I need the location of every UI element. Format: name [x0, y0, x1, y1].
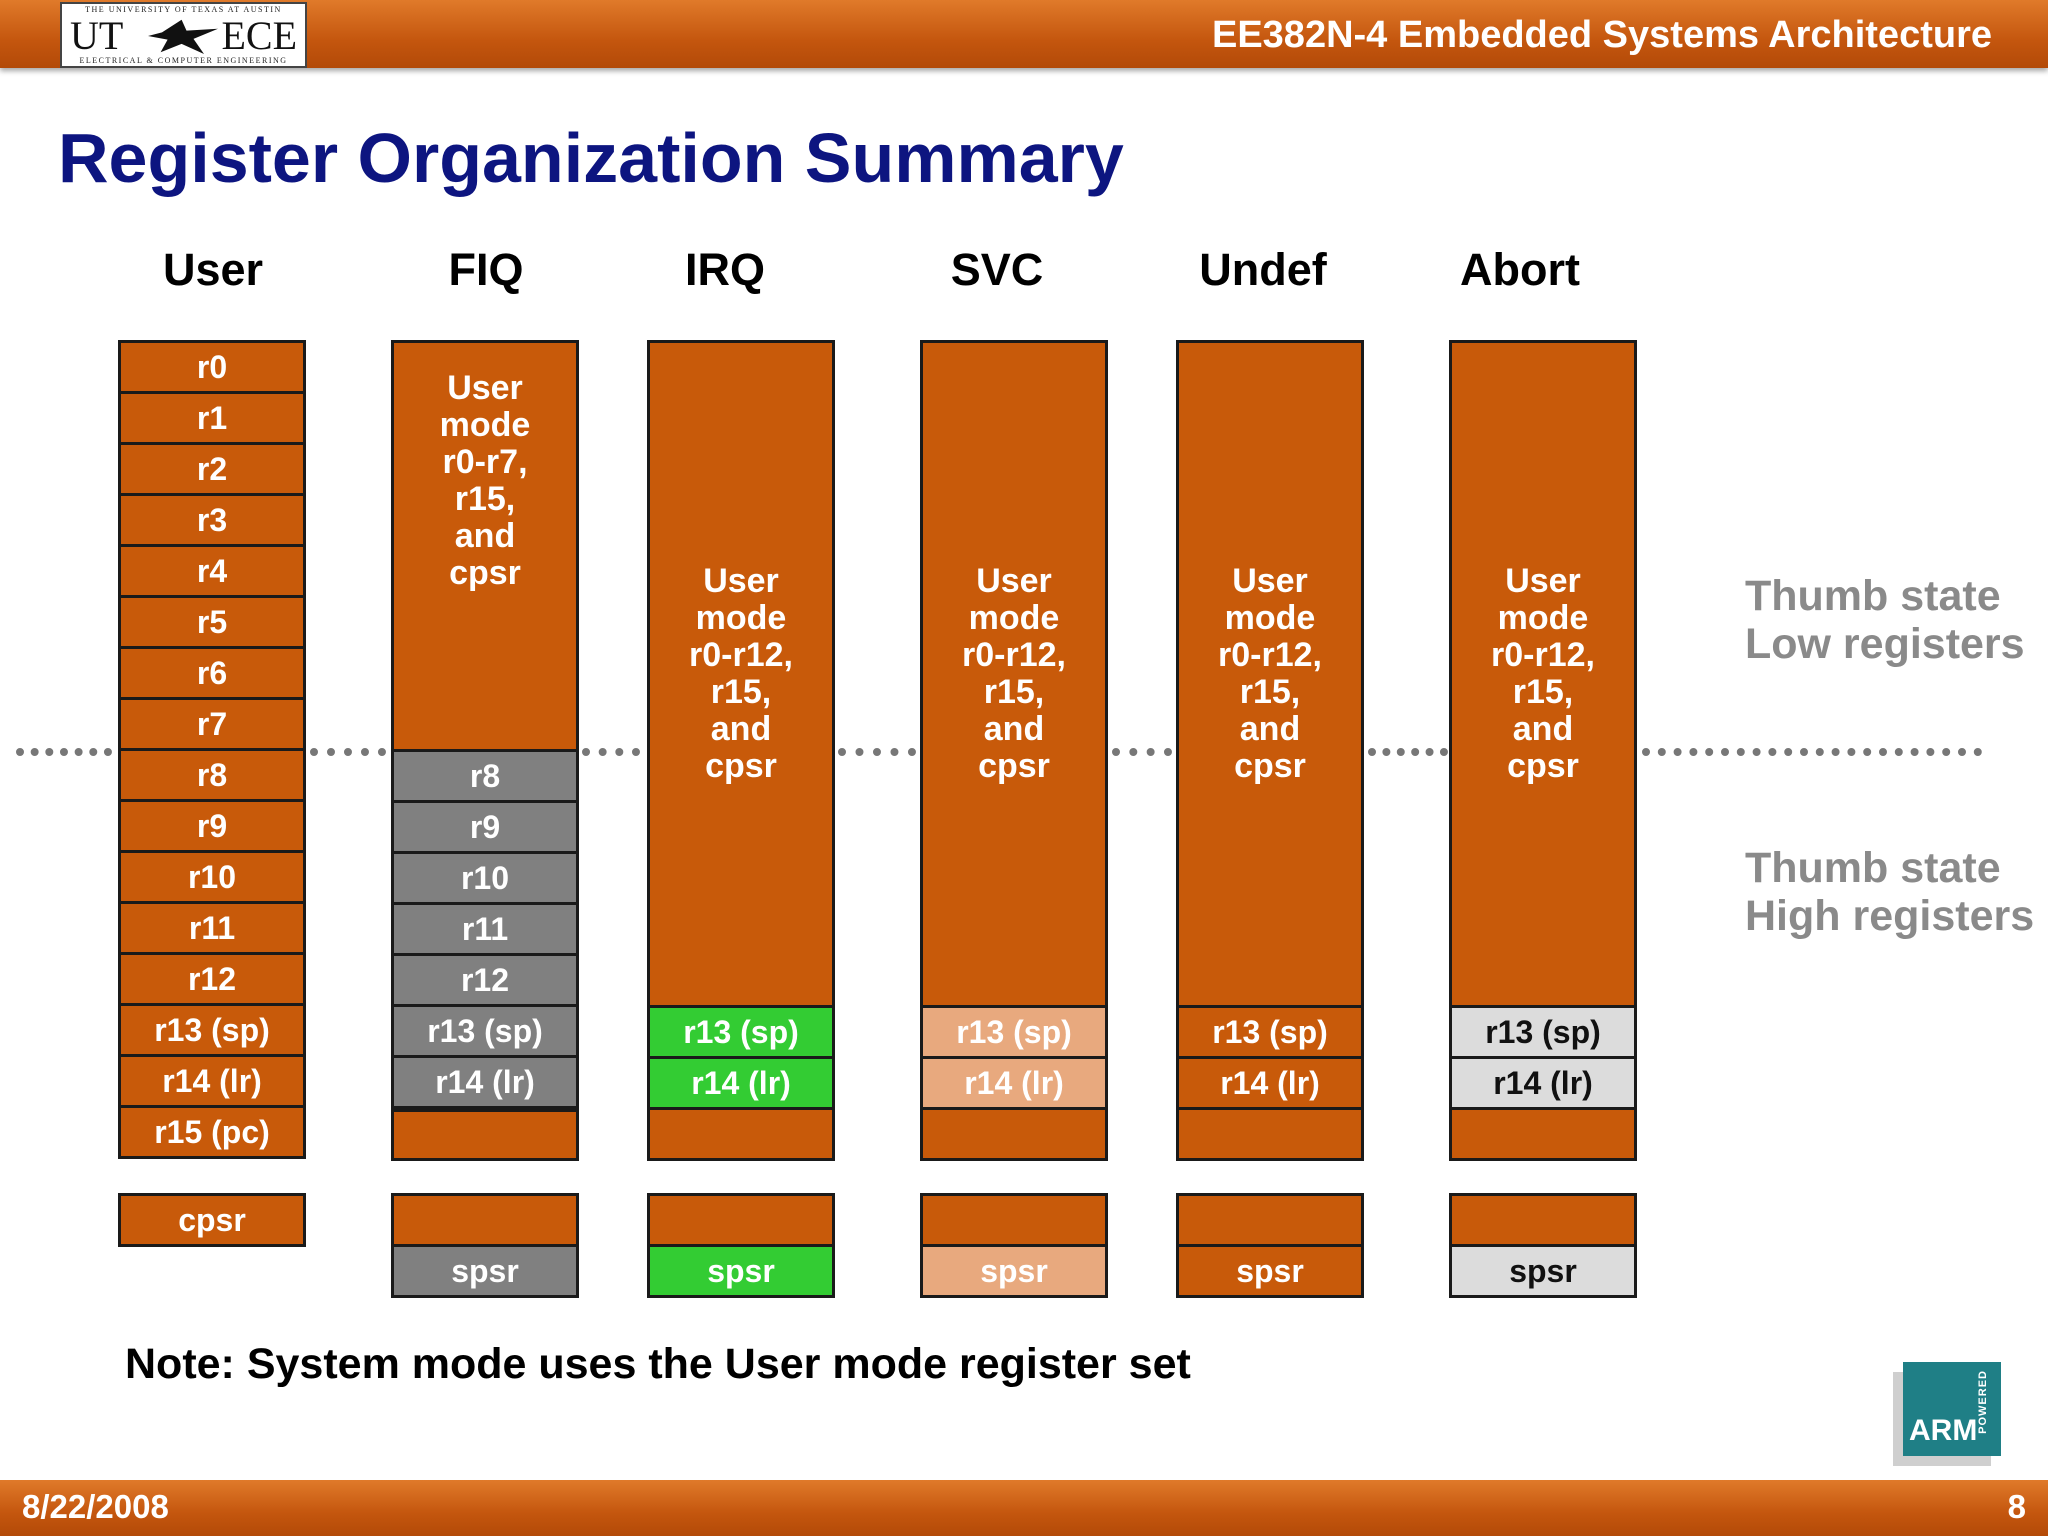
mode-header-svc: SVC: [950, 244, 1044, 295]
svc-shared-registers: User mode r0-r12, r15, and cpsr: [920, 340, 1108, 1008]
undef-r15-slot: [1176, 1107, 1364, 1161]
undef-r13: r13 (sp): [1176, 1005, 1364, 1059]
fiq-cpsr-slot: [391, 1193, 579, 1247]
abort-shared-registers: User mode r0-r12, r15, and cpsr: [1449, 340, 1637, 1008]
thumb-low-line2: Low registers: [1745, 620, 2025, 668]
svc-r15-slot: [920, 1107, 1108, 1161]
thumb-divider-line: [1642, 748, 1982, 756]
ut-ece-logo: THE UNIVERSITY OF TEXAS AT AUSTIN UT ECE…: [60, 2, 307, 68]
undef-cpsr-slot: [1176, 1193, 1364, 1247]
thumb-low-label: Thumb state Low registers: [1745, 572, 2025, 668]
user-register: r5: [118, 595, 306, 649]
fiq-spsr: spsr: [391, 1244, 579, 1298]
user-register: r3: [118, 493, 306, 547]
footer-date: 8/22/2008: [22, 1488, 169, 1525]
fiq-banked-register: r9: [391, 800, 579, 854]
thumb-low-line1: Thumb state: [1745, 572, 2001, 620]
thumb-divider-line: [16, 748, 112, 756]
user-register: r8: [118, 748, 306, 802]
user-register: r4: [118, 544, 306, 598]
fiq-banked-register: r10: [391, 851, 579, 905]
user-register: r12: [118, 952, 306, 1006]
svc-spsr: spsr: [920, 1244, 1108, 1298]
thumb-high-label: Thumb state High registers: [1745, 844, 2034, 940]
arm-powered-text: POWERED: [1977, 1370, 1989, 1434]
irq-shared-registers: User mode r0-r12, r15, and cpsr: [647, 340, 835, 1008]
mode-header-irq: IRQ: [684, 244, 765, 295]
logo-top-text: THE UNIVERSITY OF TEXAS AT AUSTIN: [85, 5, 282, 14]
arm-powered-logo: ARM POWERED: [1893, 1362, 2005, 1466]
slide-title: Register Organization Summary: [58, 119, 1124, 197]
footer-bar: 8/22/2008 8: [0, 1480, 2048, 1536]
fiq-banked-register: r13 (sp): [391, 1004, 579, 1058]
irq-r13: r13 (sp): [647, 1005, 835, 1059]
mode-header-undef: Undef: [1199, 244, 1327, 295]
course-title: EE382N-4 Embedded Systems Architecture: [1211, 14, 1992, 56]
svc-cpsr-slot: [920, 1193, 1108, 1247]
user-register: r2: [118, 442, 306, 496]
thumb-high-line2: High registers: [1745, 892, 2035, 940]
user-register: r9: [118, 799, 306, 853]
user-register: r7: [118, 697, 306, 751]
logo-ut-text: UT: [70, 13, 124, 58]
user-register: r10: [118, 850, 306, 904]
abort-spsr: spsr: [1449, 1244, 1637, 1298]
fiq-banked-register: r14 (lr): [391, 1055, 579, 1109]
undef-r14: r14 (lr): [1176, 1056, 1364, 1110]
arm-logo-text: ARM: [1909, 1414, 1978, 1447]
irq-r14: r14 (lr): [647, 1056, 835, 1110]
undef-shared-registers: User mode r0-r12, r15, and cpsr: [1176, 340, 1364, 1008]
logo-ece-text: ECE: [221, 13, 297, 58]
fiq-banked-register: r12: [391, 953, 579, 1007]
thumb-divider-line: [1112, 748, 1172, 756]
user-register: r0: [118, 340, 306, 394]
svc-r14: r14 (lr): [920, 1056, 1108, 1110]
thumb-divider-line: [838, 748, 916, 756]
header-bar: THE UNIVERSITY OF TEXAS AT AUSTIN UT ECE…: [0, 0, 2048, 68]
thumb-divider-line: [582, 748, 640, 756]
mode-header-user: User: [162, 244, 264, 295]
user-register: r15 (pc): [118, 1105, 306, 1159]
user-register: r14 (lr): [118, 1054, 306, 1108]
thumb-divider-line: [310, 748, 386, 756]
mode-header-fiq: FIQ: [448, 244, 524, 295]
svc-r13: r13 (sp): [920, 1005, 1108, 1059]
fiq-banked-register: r11: [391, 902, 579, 956]
user-cpsr: cpsr: [118, 1193, 306, 1247]
page-number: 8: [2007, 1488, 2026, 1525]
irq-cpsr-slot: [647, 1193, 835, 1247]
thumb-divider-line: [1368, 748, 1448, 756]
irq-r15-slot: [647, 1107, 835, 1161]
logo-bottom-text: ELECTRICAL & COMPUTER ENGINEERING: [79, 56, 288, 65]
mode-header-abort: Abort: [1460, 244, 1580, 295]
abort-r15-slot: [1449, 1107, 1637, 1161]
fiq-banked-register: r8: [391, 749, 579, 803]
irq-spsr: spsr: [647, 1244, 835, 1298]
user-register: r6: [118, 646, 306, 700]
abort-cpsr-slot: [1449, 1193, 1637, 1247]
fiq-shared-registers: User mode r0-r7, r15, and cpsr: [391, 340, 579, 752]
thumb-high-line1: Thumb state: [1745, 844, 2001, 892]
abort-r13: r13 (sp): [1449, 1005, 1637, 1059]
undef-spsr: spsr: [1176, 1244, 1364, 1298]
texas-map-icon: [148, 19, 218, 54]
fiq-r15-slot: [391, 1109, 579, 1161]
user-register: r11: [118, 901, 306, 955]
user-register: r13 (sp): [118, 1003, 306, 1057]
system-mode-note: Note: System mode uses the User mode reg…: [125, 1340, 1191, 1388]
abort-r14: r14 (lr): [1449, 1056, 1637, 1110]
user-register: r1: [118, 391, 306, 445]
